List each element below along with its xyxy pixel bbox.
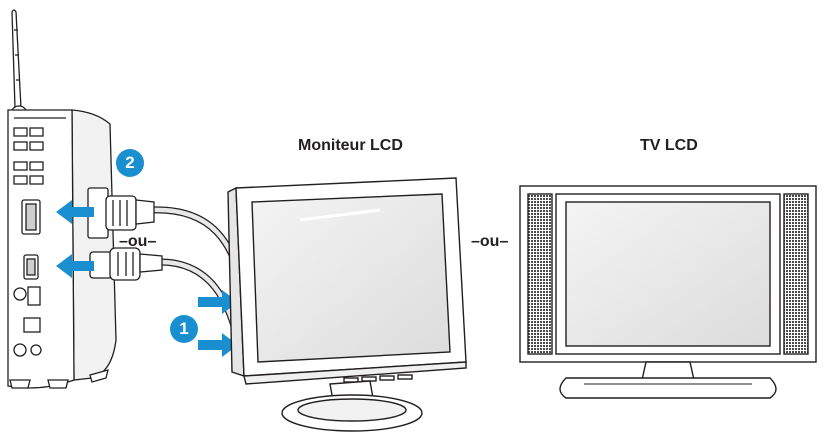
speaker-left xyxy=(527,193,553,355)
speaker-right xyxy=(783,193,809,355)
separator-or-left: –ou– xyxy=(119,233,157,250)
vga-connector-icon xyxy=(87,187,155,239)
lcd-monitor-icon xyxy=(227,177,467,432)
arrow-right-icon xyxy=(198,290,238,314)
antenna-icon xyxy=(10,9,28,123)
arrow-right-icon xyxy=(198,333,238,357)
arrow-left-icon xyxy=(56,200,94,224)
usb-ports xyxy=(13,127,44,185)
step-badge-2: 2 xyxy=(116,149,144,177)
lcd-tv-icon xyxy=(519,185,817,399)
arrows xyxy=(56,200,238,357)
monitor-label: Moniteur LCD xyxy=(298,137,403,154)
arrow-left-icon xyxy=(56,254,94,278)
step-badge-1: 1 xyxy=(170,315,198,343)
separator-or-right: –ou– xyxy=(471,233,509,250)
tv-label: TV LCD xyxy=(640,137,698,154)
mini-pc-icon xyxy=(7,9,117,389)
hdmi-connector-icon xyxy=(89,247,163,281)
